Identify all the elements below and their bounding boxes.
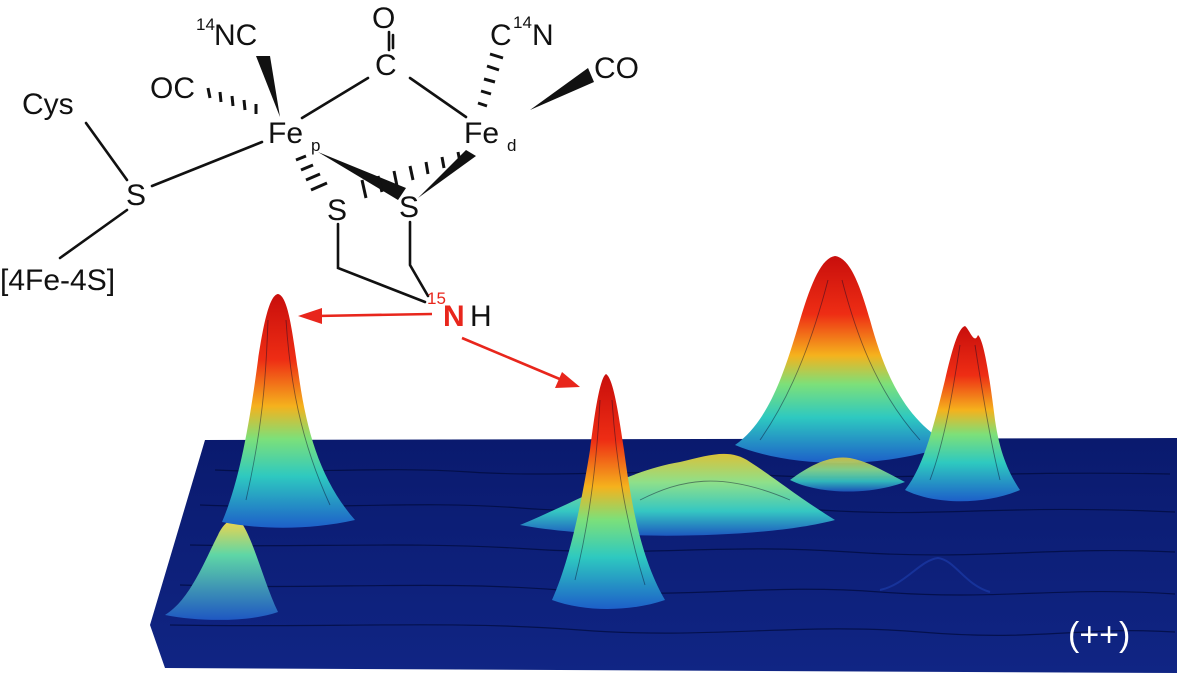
label-n-isotope: 15 [427,289,446,308]
label-fe-p: Fe [268,117,303,150]
label-s-bridge: S [126,179,146,212]
label-nc-isotope: 14 [196,15,215,34]
label-oc: OC [150,72,195,105]
label-h: H [470,300,492,333]
peak-small-left [165,519,278,620]
arrow-right-head [555,372,580,388]
peak-right-big-base [790,457,905,492]
label-n: N [443,300,465,333]
nitrogen-arrows [298,308,580,388]
label-o-top: O [372,2,395,35]
label-cn-n: N [532,19,554,52]
label-nc: NC [214,19,257,52]
label-cys: Cys [22,88,74,121]
label-s-left: S [327,194,347,227]
label-fe-d: Fe [464,117,499,150]
label-cn-c: C [490,19,512,52]
peak-right-big [735,256,950,464]
molecule-structure: Cys S [4Fe-4S] OC 14 NC O C C 14 N CO Fe… [0,2,639,333]
label-co-right: CO [594,52,639,85]
label-cluster: [4Fe-4S] [0,264,115,297]
label-c-bridge: C [375,49,397,82]
peak-left-tall [222,294,355,528]
label-s-right: S [399,191,419,224]
label-fe-d-sub: d [507,136,516,155]
peak-middle-tall [552,374,665,609]
peak-contours [245,279,1001,586]
spectrum-floor [150,438,1177,673]
label-fe-p-sub: p [311,136,320,155]
plot-label: (++) [1068,616,1130,654]
peak-far-right [905,326,1020,502]
label-cn-isotope: 14 [513,13,532,32]
arrow-left-head [298,308,322,324]
spectrum-surface: (++) [150,256,1177,673]
